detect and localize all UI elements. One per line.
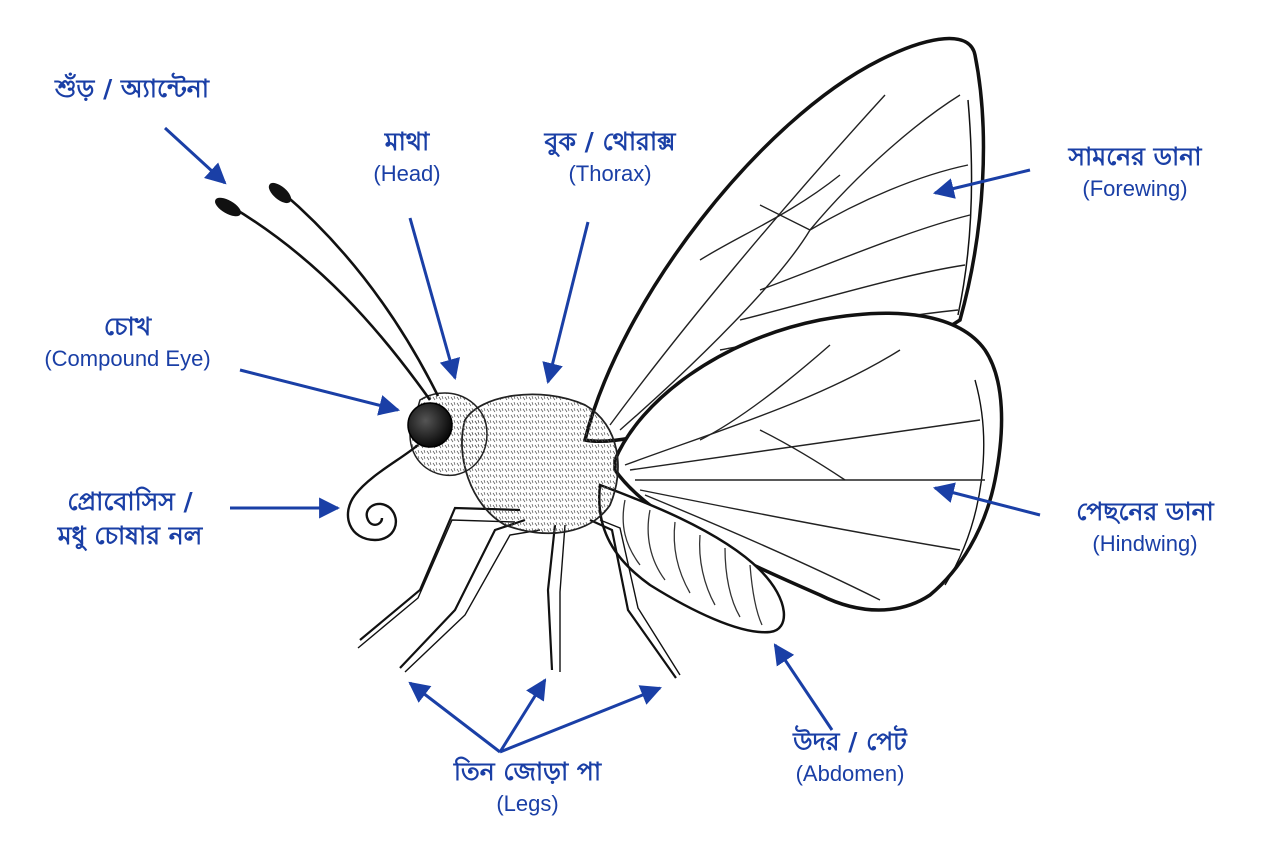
label-hindwing-en: (Hindwing) (1092, 530, 1198, 556)
antennae-shape (215, 182, 440, 401)
label-abdomen-en: (Abdomen) (795, 760, 905, 786)
head-shape (407, 392, 488, 476)
arrow-abdomen (773, 643, 834, 731)
arrow-head (408, 217, 460, 381)
abdomen-shape (598, 483, 786, 634)
arrow-eye (239, 368, 401, 416)
proboscis-shape (346, 444, 419, 542)
label-antenna-bn: শুঁড় / অ্যান্টেনা (55, 74, 209, 103)
arrow-hindwing (932, 482, 1041, 517)
label-thorax-bn: বুক / থোরাক্স (544, 127, 676, 156)
label-eye: চোখ (Compound Eye) (20, 310, 235, 373)
label-proboscis-bn2: মধু চোষার নল (57, 520, 203, 550)
label-thorax-en: (Thorax) (568, 160, 652, 186)
label-hindwing-bn: পেছনের ডানা (1076, 497, 1214, 526)
label-proboscis: প্রোবোসিস / মধু চোষার নল (25, 485, 235, 553)
arrow-thorax (542, 221, 590, 385)
label-legs-bn: তিন জোড়া পা (453, 757, 602, 786)
label-forewing-en: (Forewing) (1082, 175, 1188, 201)
label-forewing: সামনের ডানা (Forewing) (1040, 140, 1230, 203)
label-legs-en: (Legs) (496, 790, 559, 816)
label-eye-bn: চোখ (103, 312, 152, 341)
pointer-arrows (163, 126, 1041, 754)
label-head-bn: মাথা (384, 127, 430, 156)
label-head-en: (Head) (373, 160, 441, 186)
arrow-leg-2 (498, 678, 547, 753)
label-head: মাথা (Head) (352, 125, 462, 188)
label-antenna: শুঁড় / অ্যান্টেনা (55, 72, 209, 106)
label-abdomen: উদর / পেট (Abdomen) (765, 725, 935, 788)
label-proboscis-bn: প্রোবোসিস / (67, 487, 193, 516)
label-thorax: বুক / থোরাক্স (Thorax) (505, 125, 715, 188)
arrow-leg-1 (408, 681, 501, 754)
thorax-shape (461, 393, 619, 535)
arrow-forewing (932, 168, 1031, 199)
arrow-leg-3 (499, 685, 662, 754)
arrow-antenna (163, 126, 227, 185)
label-eye-en: (Compound Eye) (44, 345, 211, 371)
label-forewing-bn: সামনের ডানা (1068, 142, 1202, 171)
label-abdomen-bn: উদর / পেট (793, 727, 907, 756)
label-legs: তিন জোড়া পা (Legs) (420, 755, 635, 818)
label-hindwing: পেছনের ডানা (Hindwing) (1045, 495, 1245, 558)
